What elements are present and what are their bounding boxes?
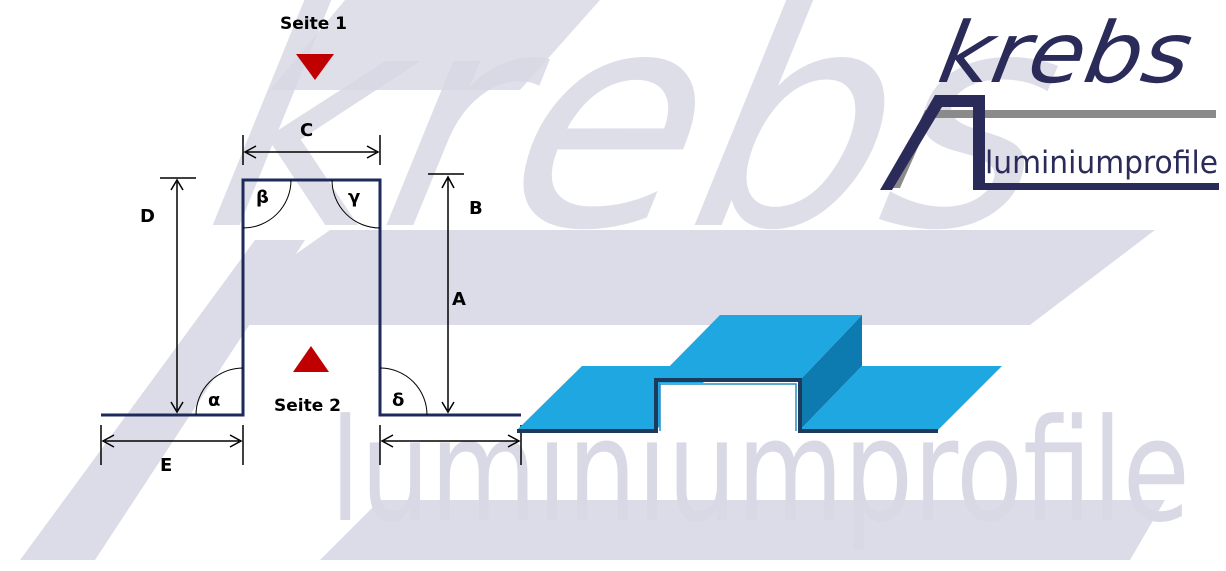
angle-arc-beta (242, 179, 292, 229)
angle-arc-gamma (331, 179, 381, 229)
dimension-e (100, 425, 244, 465)
logo-sub-text: luminiumprofile (985, 145, 1218, 181)
side-2-label: Seite 2 (274, 396, 341, 416)
part-right-step-face (800, 315, 862, 430)
angle-arc-alpha (195, 367, 244, 416)
logo-underline (973, 183, 1219, 190)
profile-outline (101, 178, 521, 417)
angle-gamma-label: γ (348, 187, 360, 208)
part-inner-wall (660, 383, 797, 430)
dimension-e-label: E (160, 455, 172, 476)
side-1-marker (296, 54, 334, 80)
logo-brand-text: krebs (932, 4, 1199, 102)
dimension-b (428, 173, 464, 414)
part-inner-edge (659, 383, 797, 431)
watermark-band-1 (195, 230, 1155, 325)
dimension-c (242, 135, 381, 165)
part-front-edge (517, 378, 938, 433)
watermark-band-2 (320, 500, 1165, 560)
dimension-c-label: C (300, 120, 313, 141)
side-1-label: Seite 1 (280, 14, 347, 34)
dimension-b-label: B (469, 198, 483, 219)
angle-delta-label: δ (392, 390, 404, 411)
angle-alpha-label: α (208, 390, 220, 411)
side-2-marker (293, 346, 329, 372)
krebs-logo: krebs luminiumprofile (880, 4, 1219, 190)
part-right-flange (800, 366, 1002, 430)
logo-accent-shape (880, 95, 985, 190)
part-top-plate (656, 315, 862, 380)
dimension-a-label: A (452, 289, 466, 310)
dimension-d-label: D (140, 206, 155, 227)
angle-arc-delta (379, 367, 428, 416)
dimension-d (160, 177, 196, 414)
watermark-stroke-1 (270, 0, 600, 90)
profile-3d-illustration (517, 315, 1002, 433)
watermark-brand-text: krebs (187, 0, 1090, 296)
angle-beta-label: β (256, 187, 269, 208)
